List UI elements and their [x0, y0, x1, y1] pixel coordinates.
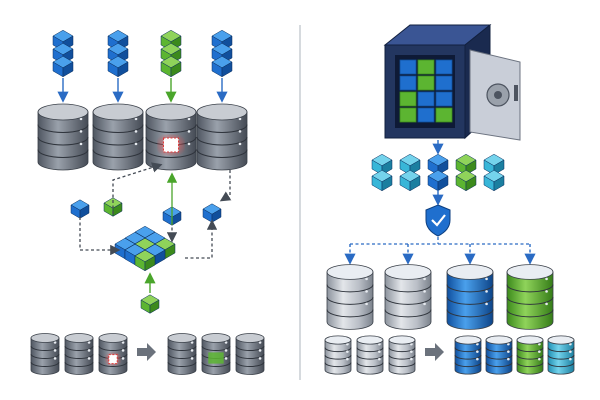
green-stored-block	[399, 107, 417, 123]
blue-stored-block	[417, 91, 435, 107]
teal-data-cube	[399, 153, 421, 176]
blue-cube-stack	[427, 153, 449, 192]
blue-stored-block	[417, 107, 435, 123]
gray-database-server	[384, 264, 432, 330]
input-cube-stack	[211, 29, 233, 78]
teal-data-cube	[371, 169, 393, 192]
input-cube-stack	[107, 29, 129, 78]
database-server	[37, 103, 89, 171]
database-server	[196, 103, 248, 171]
blue-fragment-cube	[202, 203, 222, 223]
database-server-small	[30, 333, 60, 375]
database-server	[92, 103, 144, 171]
teal-data-cube	[399, 169, 421, 192]
blue-stored-block	[435, 75, 453, 91]
blue-database-server	[446, 264, 494, 330]
dashed-connector	[79, 217, 121, 256]
dashed-connector	[112, 162, 163, 214]
data-vault	[383, 23, 521, 141]
green-stored-block	[399, 91, 417, 107]
input-cube-stack	[160, 29, 182, 78]
database-server-small	[64, 333, 94, 375]
blue-data-cube	[52, 55, 74, 78]
blue-restored-server-small	[454, 335, 482, 375]
green-repair-cube	[140, 294, 160, 314]
blue-stored-block	[435, 59, 453, 75]
gray-database-server	[326, 264, 374, 330]
corrupted-database-server	[145, 103, 197, 171]
green-restored-server-small	[516, 335, 544, 375]
empty-database-server-small	[356, 335, 384, 375]
corrupted-block	[108, 354, 118, 365]
teal-data-cube	[483, 169, 505, 192]
blue-stored-block	[399, 75, 417, 91]
blue-restored-server-small	[485, 335, 513, 375]
green-database-server	[506, 264, 554, 330]
repaired-database-server-small	[201, 333, 231, 375]
before-after-arrow	[425, 343, 444, 361]
teal-cube-stack	[371, 153, 393, 192]
green-stored-block	[417, 75, 435, 91]
blue-stored-block	[435, 91, 453, 107]
green-fragment-cube	[103, 197, 123, 217]
empty-database-server-small	[388, 335, 416, 375]
blue-stored-block	[399, 59, 417, 75]
reassembled-cube-grid	[114, 225, 176, 272]
corrupted-block	[163, 137, 179, 153]
left-panel-corruption-repair	[30, 29, 265, 375]
dashed-connector	[185, 219, 218, 259]
dashed-connector	[219, 170, 232, 202]
empty-database-server-small	[324, 335, 352, 375]
green-stored-block	[417, 59, 435, 75]
green-cube-stack	[455, 153, 477, 192]
repaired-block	[208, 352, 224, 364]
blue-data-cube	[427, 169, 449, 192]
input-cube-stack	[52, 29, 74, 78]
before-after-arrow	[137, 343, 156, 361]
blue-data-cube	[107, 55, 129, 78]
blue-fragment-cube	[70, 199, 90, 219]
teal-cube-stack	[399, 153, 421, 192]
vault-handle	[514, 85, 518, 101]
database-server-small	[235, 333, 265, 375]
green-data-cube	[134, 249, 156, 272]
verified-shield-icon	[425, 204, 451, 237]
corrupted-database-server-small	[98, 333, 128, 375]
green-data-cube	[160, 55, 182, 78]
check-icon	[431, 214, 446, 227]
green-data-cube	[455, 169, 477, 192]
teal-cube-stack	[483, 153, 505, 192]
right-panel-vault-restore	[324, 23, 575, 375]
teal-data-cube	[483, 153, 505, 176]
blue-data-cube	[211, 55, 233, 78]
green-data-cube	[455, 153, 477, 176]
teal-restored-server-small	[547, 335, 575, 375]
blue-data-cube	[427, 153, 449, 176]
green-stored-block	[435, 107, 453, 123]
database-server-small	[167, 333, 197, 375]
